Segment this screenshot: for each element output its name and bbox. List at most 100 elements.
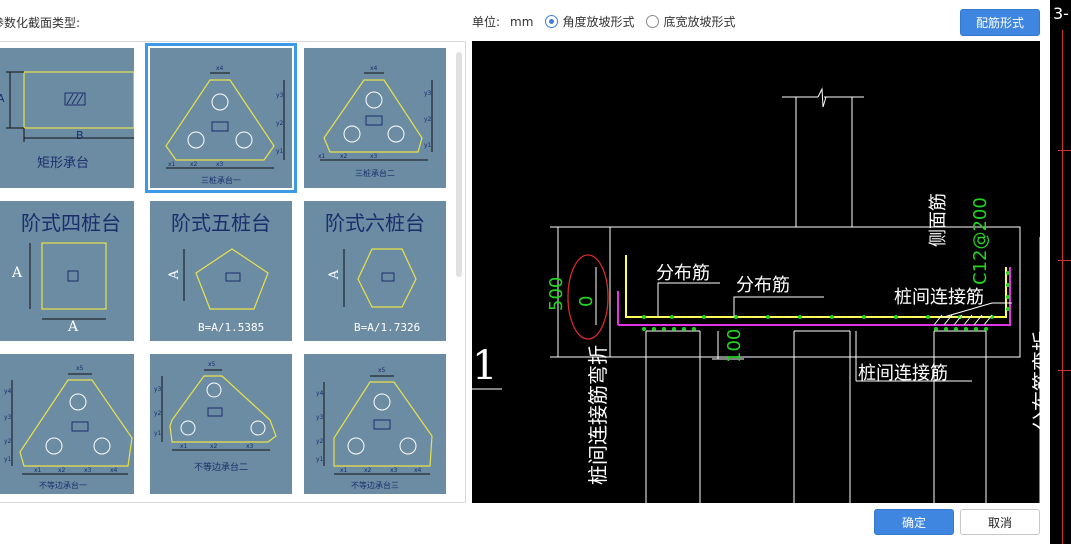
dim-label: y2	[154, 410, 162, 417]
label-pile-conn-bend: 桩间连接筋弯折	[586, 345, 610, 485]
dim-label: x3	[84, 467, 92, 474]
card-three-pile-cap-2[interactable]: x4 y3 y2 y1 x1 x2 x3 三桩承台二	[304, 48, 446, 188]
dim-label: A	[167, 269, 183, 280]
dim-label: x5	[378, 367, 386, 374]
label-distribution-bend: 分布筋弯折	[1030, 331, 1040, 431]
red-guide-line	[1062, 30, 1063, 544]
dim-label: y4	[316, 390, 324, 397]
label-distribution-rebar-2: 分布筋	[736, 275, 790, 296]
card-caption: 三桩承台二	[355, 169, 395, 178]
label-distribution-rebar-1: 分布筋	[656, 263, 710, 284]
dim-b-label: B	[76, 129, 84, 142]
radio-unselected-icon	[646, 15, 660, 28]
unit-label: 单位:	[472, 15, 501, 29]
radio-width-slope[interactable]: 底宽放坡形式	[646, 13, 735, 30]
label-side-rebar: 侧面筋	[928, 193, 949, 247]
radio-selected-icon	[545, 15, 559, 28]
radio-angle-slope[interactable]: 角度放坡形式	[545, 13, 634, 30]
card-caption: 不等边承台三	[351, 481, 399, 490]
rebar-form-button[interactable]: 配筋形式	[960, 9, 1040, 36]
cad-drawing	[472, 87, 1040, 503]
card-title: 阶式六桩台	[325, 211, 425, 235]
gallery-scrollbar[interactable]	[456, 52, 462, 277]
radio-width-label: 底宽放坡形式	[663, 15, 736, 29]
card-unequal-cap-2[interactable]: x5 y3 y2 y1 x1 x2 x3 不等边承台二	[150, 354, 292, 494]
cancel-button[interactable]: 取消	[960, 509, 1040, 535]
card-unequal-cap-3[interactable]: x5 y4 y3 y2 y1 x1 x2 x3 x4 不等边承台三	[304, 354, 446, 494]
section-gallery: A B 矩形承台 x4 y3 y2 y1 x1 x2 x3 三桩承台一	[0, 41, 466, 503]
dim-label: x4	[216, 65, 224, 72]
red-tick	[1058, 370, 1071, 371]
dim-label: y3	[154, 386, 162, 393]
dim-label: x2	[210, 443, 218, 450]
step-six-pile-diagram	[343, 248, 417, 308]
dim-label: y2	[276, 120, 284, 127]
dim-label: y4	[4, 388, 12, 395]
dim-a-label: A	[0, 92, 5, 105]
red-tick	[1058, 260, 1071, 261]
dim-0[interactable]: 0	[576, 295, 597, 307]
dim-label: A	[68, 319, 79, 335]
dim-label: x3	[246, 443, 254, 450]
dim-label: y2	[4, 438, 12, 445]
radio-angle-label: 角度放坡形式	[562, 15, 635, 29]
card-step-four-pile[interactable]: 阶式四桩台 A A	[0, 201, 134, 341]
dim-label: y1	[4, 456, 12, 463]
dim-label: y1	[276, 148, 284, 155]
dim-500[interactable]: 500	[546, 276, 567, 311]
dim-label: x1	[340, 467, 348, 474]
dim-label: x3	[216, 161, 224, 168]
card-rect-cap[interactable]: A B 矩形承台	[0, 48, 134, 188]
unit-value: mm	[510, 14, 534, 29]
dim-label: y2	[316, 438, 324, 445]
rect-cap-diagram	[6, 71, 134, 142]
card-title: 阶式四桩台	[21, 211, 121, 235]
dim-label: y3	[316, 414, 324, 421]
dim-label: x1	[34, 467, 42, 474]
unequal-cap-1-diagram	[11, 373, 133, 475]
step-four-pile-diagram	[29, 242, 107, 320]
right-background-strip: 3-	[1050, 0, 1071, 544]
dim-label: y1	[424, 142, 432, 149]
dim-label: x4	[414, 467, 422, 474]
dim-label: x2	[340, 153, 348, 160]
corner-marker: 3-	[1053, 4, 1069, 23]
unequal-cap-3-diagram	[323, 375, 433, 475]
ok-button[interactable]: 确定	[874, 509, 954, 535]
dim-label: y3	[4, 414, 12, 421]
dim-label: x4	[370, 65, 378, 72]
dim-label: y1	[316, 456, 324, 463]
dim-label: A	[327, 269, 343, 280]
formula-label: B=A/1.5385	[198, 321, 265, 334]
card-caption: 不等边承台二	[193, 463, 248, 473]
card-three-pile-cap-1[interactable]: x4 y3 y2 y1 x1 x2 x3 三桩承台一	[145, 43, 297, 193]
dim-label: y1	[154, 430, 162, 437]
card-caption: 不等边承台一	[39, 481, 87, 490]
cad-preview[interactable]: 分布筋 分布筋 桩间连接筋 桩间连接筋 侧面筋 C12@200 500 0 10…	[472, 41, 1040, 503]
dim-label: x5	[76, 365, 84, 372]
left-marker: 1	[472, 343, 498, 389]
unequal-cap-2-diagram	[161, 369, 277, 451]
dim-label: x1	[168, 161, 176, 168]
step-five-pile-diagram	[183, 248, 269, 310]
dim-label: x2	[190, 161, 198, 168]
label-side-rebar-value[interactable]: C12@200	[970, 197, 991, 285]
card-caption: 三桩承台一	[201, 176, 241, 185]
section-type-label: 参数化截面类型:	[0, 16, 81, 30]
card-title: 阶式五桩台	[171, 211, 271, 235]
dim-label: x1	[180, 443, 188, 450]
dim-label: y2	[424, 116, 432, 123]
three-pile-cap-1-diagram	[165, 72, 285, 169]
dim-label: x5	[208, 361, 216, 368]
dim-label: y3	[276, 92, 284, 99]
label-pile-connection-rebar: 桩间连接筋	[894, 287, 984, 308]
red-tick	[1058, 150, 1071, 151]
dim-label: x3	[370, 153, 378, 160]
dim-label: y3	[424, 90, 432, 97]
card-caption: 矩形承台	[36, 156, 89, 171]
unit-row: 单位: mm 角度放坡形式 底宽放坡形式	[472, 13, 735, 30]
card-step-six-pile[interactable]: 阶式六桩台 A B=A/1.7326	[304, 201, 446, 341]
dim-100[interactable]: 100	[724, 328, 745, 363]
card-unequal-cap-1[interactable]: x5 y4 y3 y2 y1 x1 x2 x3 x4 不等边承台一	[0, 354, 134, 494]
card-step-five-pile[interactable]: 阶式五桩台 A B=A/1.5385	[150, 201, 292, 341]
